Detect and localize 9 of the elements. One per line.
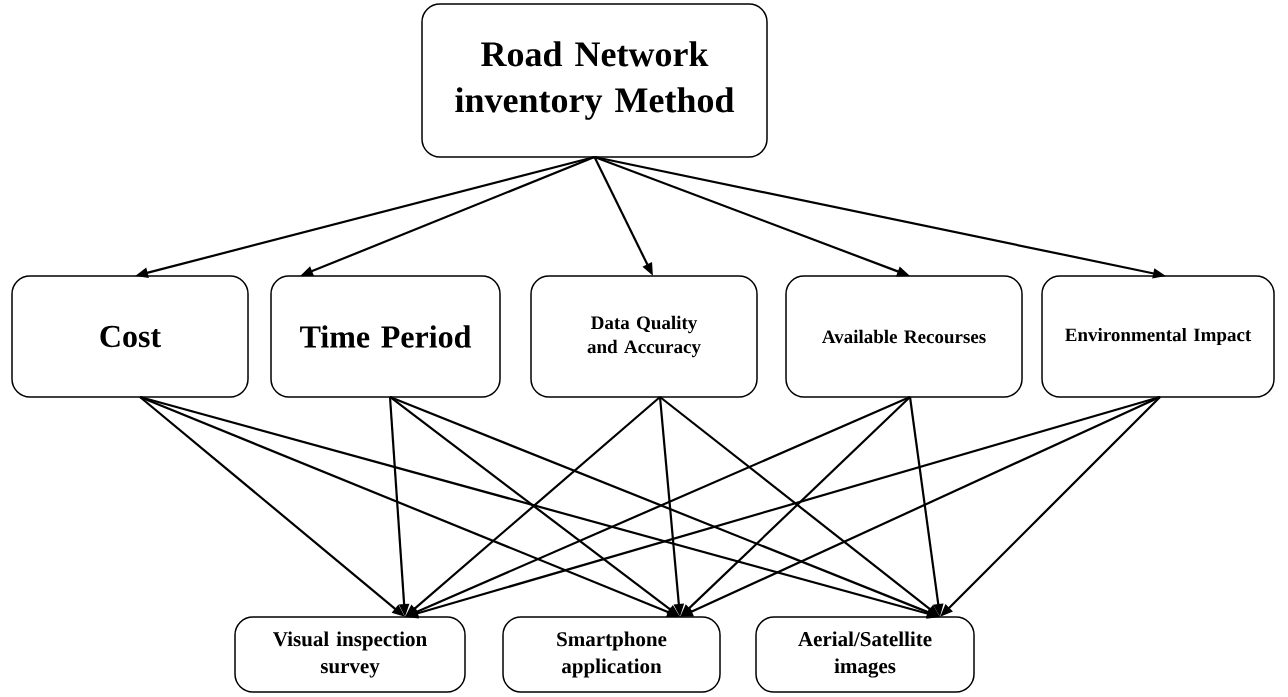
method-box: Visual inspection survey <box>234 616 466 693</box>
method-box: Smartphone application <box>502 616 721 693</box>
title-box: Road Network inventory Method <box>421 3 768 158</box>
criterion-box: Time Period <box>270 275 501 398</box>
criterion-box: Cost <box>11 275 249 398</box>
method-box: Aerial/Satellite images <box>755 616 975 693</box>
criterion-box: Environmental Impact <box>1041 275 1275 398</box>
criterion-box: Data Quality and Accuracy <box>530 275 758 398</box>
criterion-box: Available Recourses <box>785 275 1023 398</box>
